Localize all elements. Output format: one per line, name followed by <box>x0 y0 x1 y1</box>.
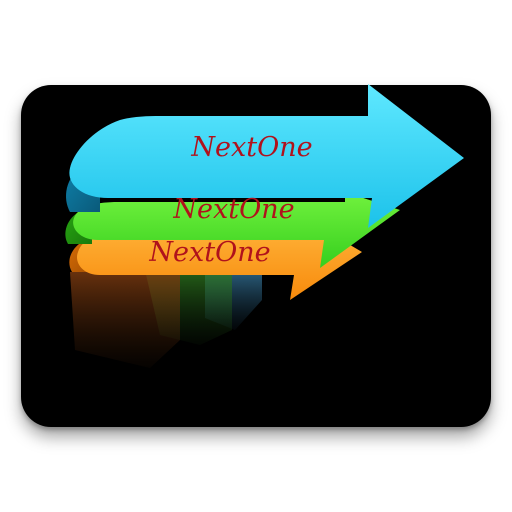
cyan-arrow-label: NextOne <box>190 132 312 163</box>
cyan-arrow <box>66 84 465 228</box>
green-arrow <box>65 192 400 268</box>
green-arrow-label: NextOne <box>172 194 294 225</box>
orange-arrow-label: NextOne <box>148 237 270 268</box>
reflection-shadows <box>70 268 262 368</box>
orange-arrow <box>69 226 362 300</box>
